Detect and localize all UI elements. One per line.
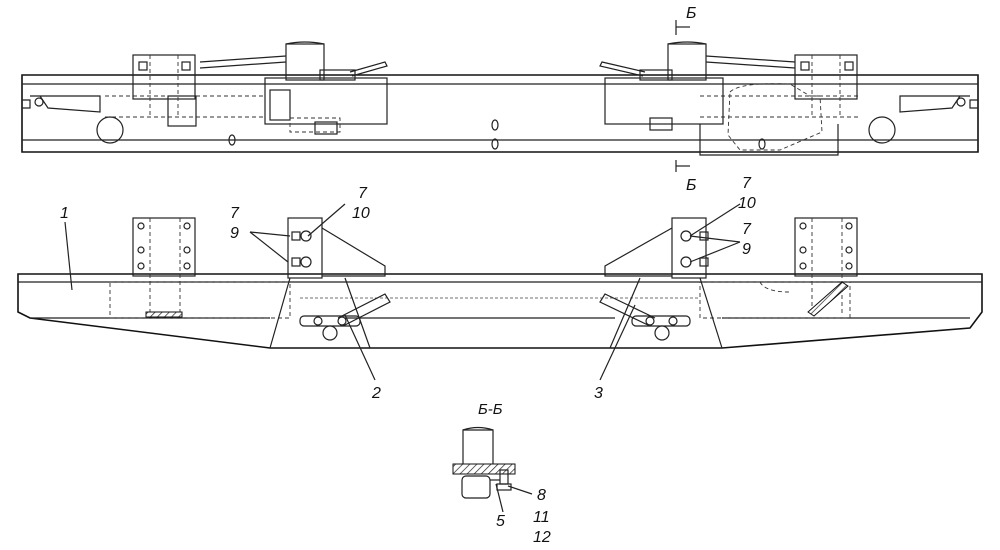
section-mark-bottom: Б [686,177,696,194]
callout-12: 12 [533,529,551,546]
front-view [17,217,983,349]
callout-7-right-upper: 7 [742,175,752,192]
callout-10-left: 10 [352,205,370,222]
callout-1: 1 [60,205,69,222]
section-view: Б-Б [452,401,533,513]
callout-7-left: 7 [230,205,240,222]
callout-7-right: 7 [742,221,752,238]
callout-2: 2 [371,385,381,402]
callouts: 1 2 3 7 9 7 10 7 10 7 9 8 5 11 12 [60,175,756,546]
callout-3: 3 [594,385,603,402]
top-view: Б Б [21,5,979,194]
callout-9-right: 9 [742,241,751,258]
callout-8: 8 [537,487,546,504]
callout-5: 5 [496,513,505,530]
callout-7-left-upper: 7 [358,185,368,202]
section-mark-top: Б [686,5,696,22]
leader-lines [64,203,741,381]
section-title: Б-Б [478,401,503,418]
callout-9-left: 9 [230,225,239,242]
callout-10-right: 10 [738,195,756,212]
callout-11: 11 [533,509,550,526]
